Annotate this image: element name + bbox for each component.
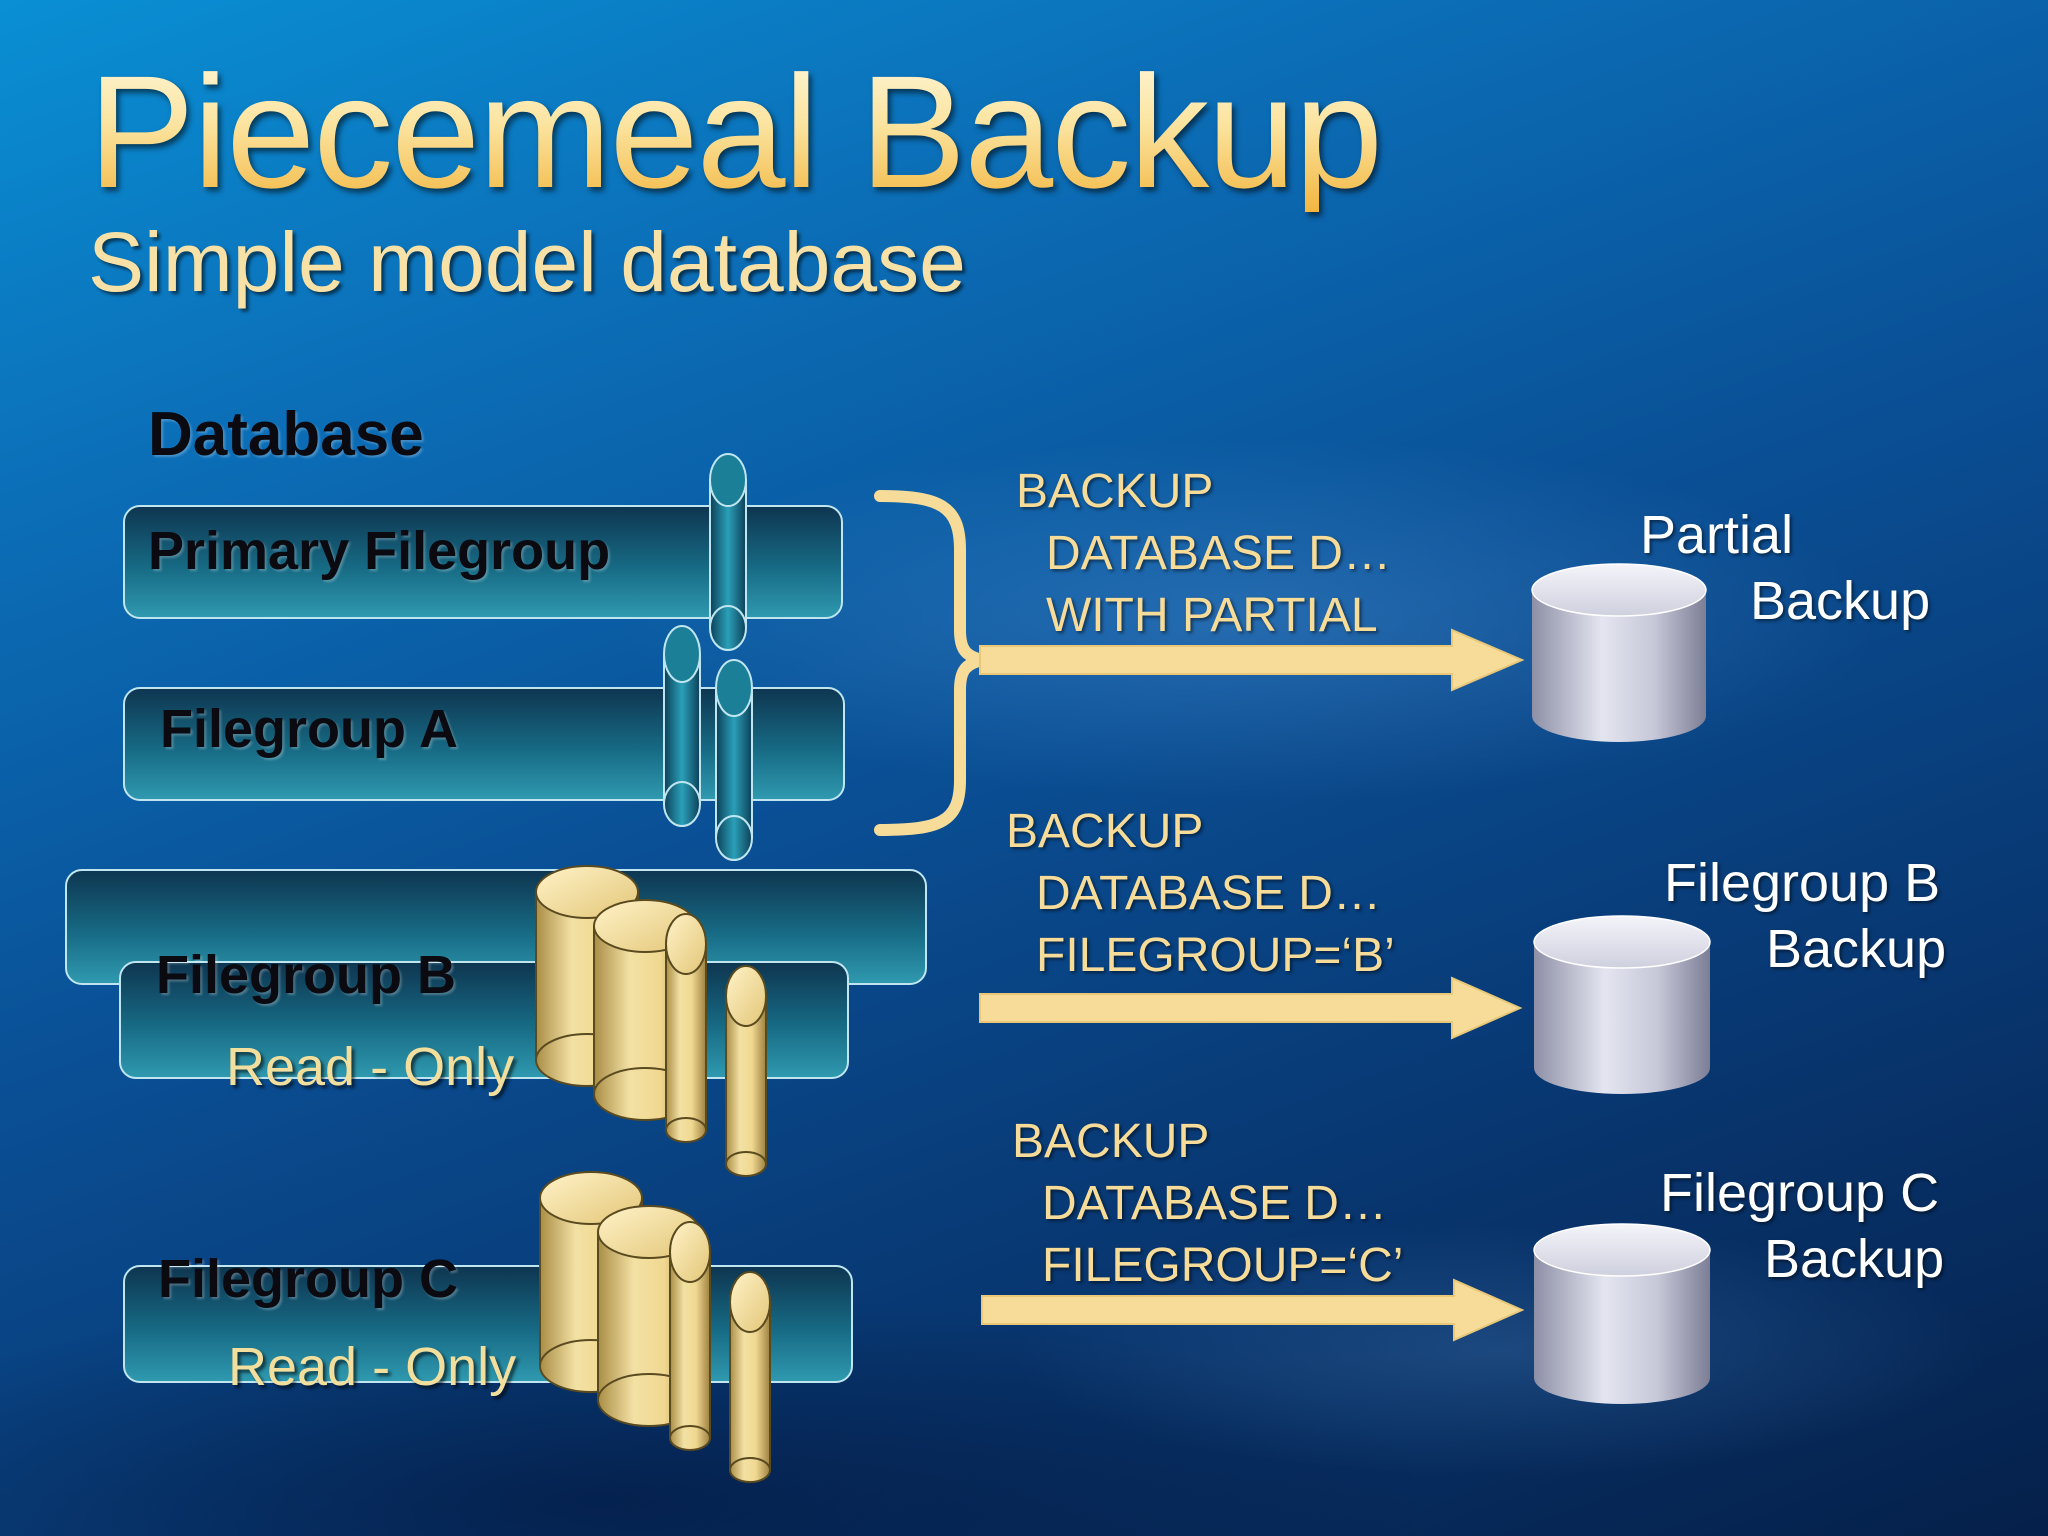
destination-1-line-1: Partial [1640,505,1794,565]
filegroup-a-file-cylinder-1 [663,625,701,827]
command-3-line-1: BACKUP [1012,1115,1210,1168]
command-2-line-3: FILEGROUP=‘B’ [1036,929,1395,982]
filegroup-a-file-cylinder-2 [715,659,753,861]
database-label: Database [148,400,424,469]
grouping-brace [874,490,984,836]
command-1-line-3: WITH PARTIAL [1046,589,1378,642]
destination-3-line-1: Filegroup C [1660,1163,1940,1223]
destination-2-line-1: Filegroup B [1664,853,1941,913]
filegroup-c-cylinder-thin-2 [729,1271,771,1483]
filegroup-c-backup-arrow [981,1278,1525,1342]
destination-1-line-2: Backup [1750,571,1931,631]
command-2-line-1: BACKUP [1006,805,1204,858]
primary-filegroup-label: Primary Filegroup [148,521,611,581]
filegroup-c-label: Filegroup C [158,1249,458,1309]
filegroup-c-read-only-label: Read - Only [228,1337,517,1397]
command-3-line-3: FILEGROUP=‘C’ [1042,1239,1404,1292]
filegroup-c-read-only-cylinders [539,1171,771,1483]
filegroup-b-cylinder-thin-1 [665,913,707,1143]
partial-backup-cylinder [1531,563,1707,742]
filegroup-b-read-only-cylinders [535,865,767,1177]
slide-title: Piecemeal Backup [88,42,1383,221]
command-3-line-2: DATABASE D… [1042,1177,1387,1230]
filegroup-b-label: Filegroup B [156,945,456,1005]
filegroup-b-cylinder-thin-2 [725,965,767,1177]
filegroup-c-backup-cylinder [1533,1223,1711,1404]
primary-filegroup-box [123,505,843,619]
command-1-line-1: BACKUP [1016,465,1214,518]
command-1-line-2: DATABASE D… [1046,527,1391,580]
destination-3-line-2: Backup [1764,1229,1945,1289]
command-2-line-2: DATABASE D… [1036,867,1381,920]
filegroup-b-read-only-label: Read - Only [226,1037,515,1097]
filegroup-c-cylinder-thin-1 [669,1221,711,1451]
filegroup-a-label: Filegroup A [160,699,458,759]
slide-subtitle: Simple model database [88,215,966,309]
filegroup-b-backup-arrow [979,976,1523,1040]
partial-backup-arrow [979,628,1525,692]
primary-file-cylinder [709,453,747,651]
destination-2-line-2: Backup [1766,919,1947,979]
filegroup-b-backup-cylinder [1533,915,1711,1094]
